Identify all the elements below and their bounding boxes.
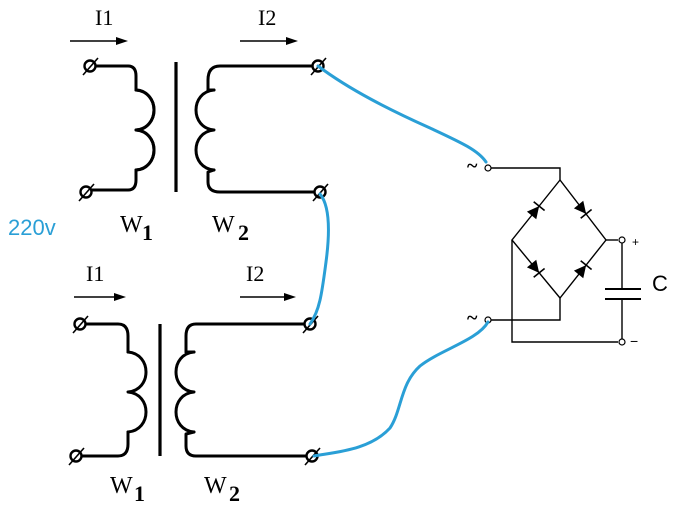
top-secondary-current-arrow [240, 37, 298, 45]
dc-minus-label: − [630, 333, 638, 349]
bottom-primary-winding [78, 322, 148, 458]
top-primary-current-label: I1 [95, 5, 113, 30]
svg-text:2: 2 [229, 481, 240, 506]
ac-input-terminal-top [484, 164, 492, 172]
svg-text:2: 2 [238, 220, 249, 245]
top-secondary-current-label: I2 [258, 5, 276, 30]
jumper-wire-top-to-bridge [316, 64, 488, 164]
bottom-primary-winding-label: W 1 [110, 473, 145, 506]
top-primary-terminal-lower [78, 183, 95, 202]
bottom-transformer: I1 I2 [68, 261, 321, 506]
bottom-secondary-current-label: I2 [246, 261, 264, 286]
dc-minus-terminal [618, 338, 626, 346]
dc-plus-terminal [618, 236, 626, 244]
bottom-secondary-winding-label: W 2 [204, 473, 240, 506]
jumper-wires [308, 64, 490, 458]
top-secondary-terminal-lower [312, 183, 329, 202]
filter-capacitor: + − C [605, 235, 668, 349]
bottom-secondary-current-arrow [240, 293, 296, 301]
svg-text:W: W [212, 212, 235, 238]
diode-top-right [573, 200, 593, 219]
svg-text:W: W [120, 212, 143, 238]
top-secondary-winding [194, 64, 320, 194]
svg-text:W: W [110, 473, 133, 499]
diode-bottom-right [573, 260, 593, 279]
jumper-wire-bottom-to-bridge [312, 320, 490, 458]
bottom-primary-current-label: I1 [86, 261, 104, 286]
svg-text:W: W [204, 473, 227, 499]
top-secondary-winding-label: W 2 [212, 212, 249, 245]
top-primary-terminal-upper [82, 57, 99, 76]
bottom-primary-current-arrow [74, 293, 126, 301]
top-primary-winding-label: W 1 [120, 212, 153, 245]
top-primary-current-arrow [70, 37, 128, 45]
jumper-wire-series-link [308, 192, 330, 326]
capacitor-label: C [652, 271, 668, 296]
top-transformer: I1 I2 [70, 5, 329, 245]
ac-symbol-top: ~ [467, 155, 478, 177]
supply-voltage-label: 220v [8, 215, 56, 240]
svg-text:1: 1 [134, 481, 145, 506]
bridge-rectifier: ~ ~ [467, 155, 618, 343]
dc-plus-label: + [632, 235, 639, 249]
bottom-primary-terminal-upper [72, 315, 89, 334]
bottom-primary-terminal-lower [68, 447, 85, 466]
diode-bottom-left [526, 259, 546, 278]
diode-top-left [526, 201, 546, 220]
bottom-secondary-winding [174, 322, 314, 458]
ac-symbol-bottom: ~ [467, 307, 478, 329]
top-primary-winding [88, 64, 156, 192]
svg-text:1: 1 [142, 220, 153, 245]
